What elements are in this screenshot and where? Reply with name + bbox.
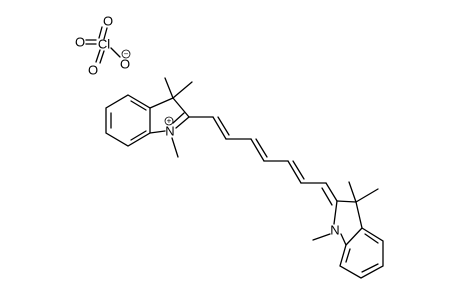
- chain-bond-2-double: [217, 116, 230, 136]
- indolium-positive-charge-ring: [164, 116, 174, 126]
- perchlorate-negative-charge: −: [124, 50, 129, 59]
- indoline-c2-c3-bond: [336, 200, 357, 203]
- indolium-n-methyl-bond: [171, 137, 179, 158]
- indoline-methyl-bond-1: [348, 181, 357, 203]
- chlorine-label: Cl: [98, 37, 110, 52]
- indoline-c2-n-bond: [333, 200, 338, 225]
- indolium-methyl-bond-2: [172, 81, 193, 99]
- indolium-c3-c2-bond: [172, 97, 190, 118]
- perchlorate-negative-charge-ring: [121, 49, 131, 59]
- indoline-nitrogen-label: N: [330, 223, 339, 238]
- oxygen-top-label: O: [103, 14, 113, 29]
- indoline-n-c7a-bond: [340, 233, 347, 246]
- indoline-unit: N: [312, 181, 384, 279]
- indoline-benzene-ring: [339, 227, 384, 279]
- chain-bond-4: [250, 138, 265, 162]
- oxygen-bottom-label: O: [88, 63, 98, 78]
- perchlorate-anion: O O Cl O O −: [75, 14, 131, 78]
- indolium-benzene-inner-1: [130, 100, 147, 111]
- indolium-benzene-ring: [105, 94, 151, 147]
- cl-o-bond-bottom-2: [99, 50, 105, 64]
- indolium-c2-n-double: [172, 112, 185, 124]
- indolium-unit: N +: [105, 77, 193, 158]
- indolium-c3a-c3-bond: [149, 97, 174, 109]
- oxygen-right-label: O: [120, 57, 130, 72]
- chain-bond-4-double: [255, 138, 268, 158]
- chain-bond-8: [325, 182, 338, 202]
- indoline-benzene-inner-1: [364, 233, 379, 244]
- oxygen-left-label: O: [75, 35, 85, 50]
- polymethine-chain: [188, 116, 338, 206]
- chain-bond-6-double: [292, 160, 305, 180]
- cl-o-bond-bottom: [95, 49, 101, 63]
- chain-bond-2: [212, 116, 227, 140]
- cl-o-bond-right: [110, 47, 121, 58]
- indoline-c3-c3a-bond: [355, 201, 363, 229]
- indoline-n-methyl-bond: [312, 233, 331, 241]
- chain-bond-6: [287, 160, 302, 184]
- chain-bond-8-double: [321, 187, 333, 206]
- indolium-methyl-bond-1: [164, 77, 174, 99]
- indolium-nitrogen-label: N: [165, 124, 174, 139]
- indolium-n-c7a-bond: [149, 130, 166, 134]
- indolium-benzene-inner-2: [130, 130, 147, 141]
- indolium-c2-n-bond: [175, 116, 190, 129]
- indoline-methyl-bond-2: [355, 188, 379, 203]
- indolium-positive-charge: +: [167, 117, 172, 126]
- indoline-benzene-inner-3: [345, 248, 351, 263]
- cl-o-bond-top-2: [98, 26, 103, 39]
- indoline-benzene-inner-2: [361, 263, 379, 273]
- cl-o-bond-top: [103, 27, 108, 40]
